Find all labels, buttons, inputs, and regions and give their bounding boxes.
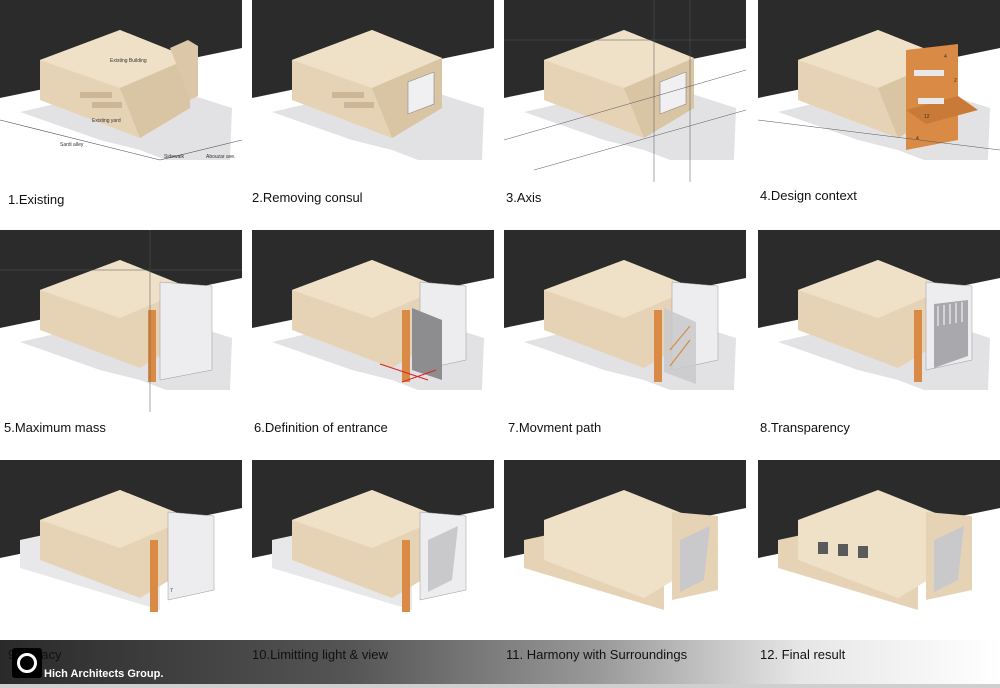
bottom-divider <box>0 684 1000 688</box>
label-existing-yard: Existing yard <box>92 118 121 124</box>
step-2-diagram <box>252 0 494 182</box>
label-abouzar-ave: Abouzar ave. <box>206 154 235 160</box>
step-7-caption: 7.Movment path <box>508 420 602 435</box>
label-sardi-alley: Sardi alley <box>60 142 84 148</box>
footer-bar: 9.Privacy 10.Limitting light & view 11. … <box>0 640 1000 688</box>
step-12-diagram <box>758 460 1000 642</box>
step-8-caption: 8.Transparency <box>760 420 850 435</box>
step-10-diagram <box>252 460 494 642</box>
step-11-caption: 11. Harmony with Surroundings <box>506 647 688 662</box>
step-6-diagram <box>252 230 494 412</box>
step-1-diagram: Existing Building Existing yard Sardi al… <box>0 0 242 182</box>
step-5-diagram <box>0 230 242 412</box>
step-8-diagram <box>758 230 1000 412</box>
dim-label-right: 2 <box>954 78 957 84</box>
step-12-caption: 12. Final result <box>760 647 846 662</box>
step-3-diagram <box>504 0 746 182</box>
step-4-diagram: 4 2 12 4 <box>758 0 1000 182</box>
brand-logo <box>12 648 42 678</box>
dim-label-middle: 12 <box>924 114 930 120</box>
step-4-caption: 4.Design context <box>760 188 857 203</box>
logo-ring-icon <box>17 653 37 673</box>
step-1-caption: 1.Existing <box>8 192 65 207</box>
label-sidewalk: Sidewalk <box>164 154 185 160</box>
step-2-caption: 2.Removing consul <box>252 190 363 205</box>
step-11-diagram <box>504 460 746 642</box>
step-7-diagram <box>504 230 746 412</box>
step-9-diagram: 7 <box>0 460 242 642</box>
label-seven: 7 <box>170 588 173 594</box>
dim-label-bottom: 4 <box>916 136 919 142</box>
step-5-caption: 5.Maximum mass <box>4 420 106 435</box>
step-3-caption: 3.Axis <box>506 190 542 205</box>
dim-label-top: 4 <box>944 54 947 60</box>
step-10-caption: 10.Limitting light & view <box>252 647 388 662</box>
step-6-caption: 6.Definition of entrance <box>254 420 388 435</box>
label-existing-building: Existing Building <box>110 58 147 64</box>
brand-name: Hich Architects Group. <box>44 668 164 680</box>
